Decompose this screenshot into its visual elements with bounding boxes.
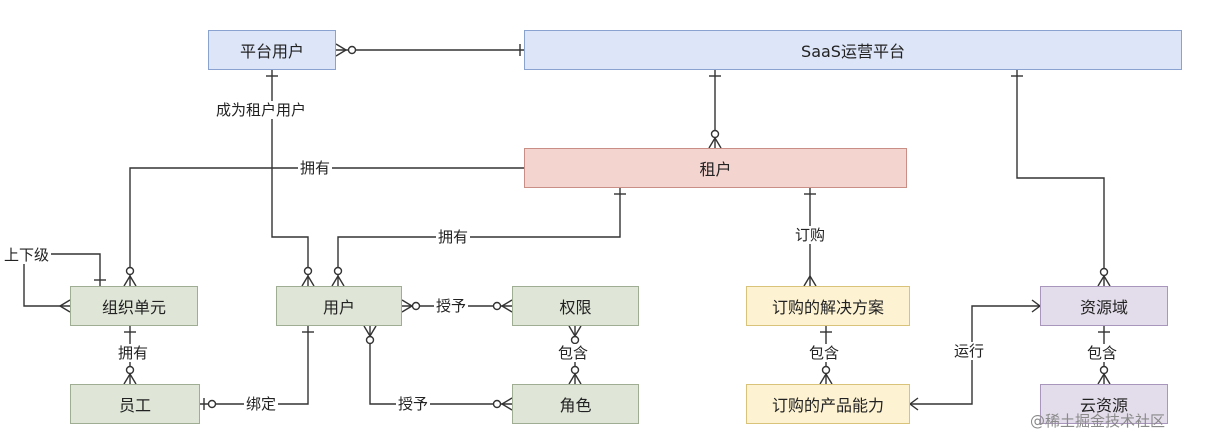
entity-tenant[interactable]: 租户 <box>524 148 907 188</box>
entity-org-unit[interactable]: 组织单元 <box>70 286 198 326</box>
entity-label: 订购的解决方案 <box>771 298 884 317</box>
entity-label: 云资源 <box>1079 396 1128 415</box>
label-become-tenant-user: 成为租户用户 <box>214 101 309 119</box>
entity-label: 权限 <box>559 298 592 317</box>
entity-label: 员工 <box>118 396 151 415</box>
label-org-owns-employee: 拥有 <box>116 344 151 362</box>
entity-employee[interactable]: 员工 <box>70 384 200 424</box>
label-superior-subordinate: 上下级 <box>2 246 52 264</box>
label-contains-role: 包含 <box>556 344 591 362</box>
entity-label: 租户 <box>699 160 732 179</box>
entity-platform-user[interactable]: 平台用户 <box>208 30 336 70</box>
entity-label: 组织单元 <box>101 298 166 317</box>
label-subscribe: 订购 <box>793 226 828 244</box>
entity-permission[interactable]: 权限 <box>512 286 639 326</box>
entity-purchased-solution[interactable]: 订购的解决方案 <box>746 286 910 326</box>
entity-label: 订购的产品能力 <box>771 396 884 415</box>
label-tenant-owns-org: 拥有 <box>298 159 333 177</box>
watermark: @稀土掘金技术社区 <box>1030 412 1166 430</box>
entity-label: 角色 <box>559 396 592 415</box>
label-domain-contains: 包含 <box>1085 344 1120 362</box>
label-grant-permission: 授予 <box>434 297 469 315</box>
entity-label: 用户 <box>322 298 355 317</box>
edge-employee-user <box>200 326 309 405</box>
entity-resource-domain[interactable]: 资源域 <box>1040 286 1168 326</box>
entity-saas-platform[interactable]: SaaS运营平台 <box>524 30 1182 70</box>
label-solution-contains: 包含 <box>807 344 842 362</box>
entity-role[interactable]: 角色 <box>512 384 639 424</box>
entity-user[interactable]: 用户 <box>276 286 402 326</box>
edge-saas-resourcedomain <box>1016 70 1105 286</box>
edge-tenant-user <box>337 188 621 286</box>
entity-purchased-product[interactable]: 订购的产品能力 <box>746 384 910 424</box>
label-tenant-owns-user: 拥有 <box>436 228 471 246</box>
label-bind: 绑定 <box>244 395 279 413</box>
entity-label: 平台用户 <box>239 42 304 61</box>
edge-user-role <box>369 326 512 405</box>
entity-label: SaaS运营平台 <box>801 42 905 61</box>
entity-cloud-resource[interactable]: 云资源 <box>1040 384 1168 424</box>
edge-tenant-orgunit <box>129 167 524 286</box>
entity-label: 资源域 <box>1079 298 1128 317</box>
label-runs: 运行 <box>952 342 987 360</box>
label-grant-role: 授予 <box>396 395 431 413</box>
edge-platformuser-user <box>271 70 309 286</box>
